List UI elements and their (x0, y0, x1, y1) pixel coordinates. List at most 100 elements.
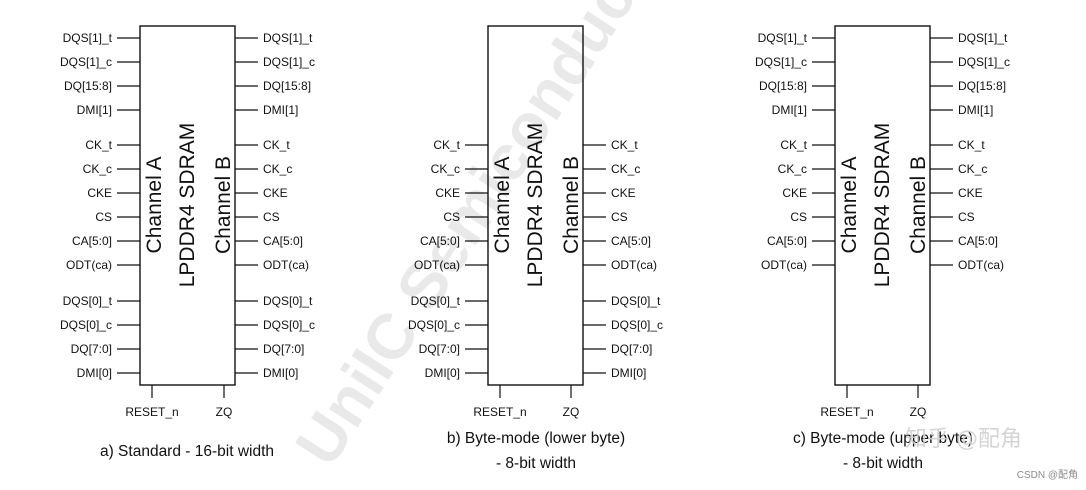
caption-line2: - 8-bit width (496, 455, 576, 472)
channel-a-label: Channel A (838, 157, 861, 254)
pin-label: CK_c (431, 162, 460, 176)
zq-pin-label: ZQ (563, 405, 580, 419)
caption-line1: a) Standard - 16-bit width (100, 443, 274, 460)
chip-box (834, 25, 931, 386)
right-pins: DQS[1]_tDQS[1]_cDQ[15:8]DMI[1]CK_tCK_cCK… (930, 31, 1010, 272)
pin-label: DMI[1] (263, 103, 298, 117)
pin-label: CS (263, 210, 280, 224)
pin-label: CKE (435, 186, 460, 200)
pin-label: CK_c (83, 162, 112, 176)
chip-title: LPDDR4 SDRAM (176, 123, 199, 288)
chip-box (139, 25, 236, 386)
pin-label: DMI[0] (611, 366, 646, 380)
pin-label: CK_t (958, 138, 985, 152)
pin-label: DQ[15:8] (759, 79, 807, 93)
pin-label: DQ[15:8] (64, 79, 112, 93)
pin-label: DQS[1]_t (63, 31, 113, 45)
reset-pin-label: RESET_n (125, 405, 178, 419)
chip-title: LPDDR4 SDRAM (871, 123, 894, 288)
pin-label: DMI[1] (958, 103, 993, 117)
pin-label: DQS[0]_t (411, 294, 461, 308)
pin-label: DQS[1]_c (755, 55, 807, 69)
pin-label: DMI[1] (772, 103, 807, 117)
caption-line2: - 8-bit width (843, 455, 923, 472)
pin-label: DQS[1]_c (60, 55, 112, 69)
pin-label: CS (611, 210, 628, 224)
pin-label: DMI[0] (263, 366, 298, 380)
pin-label: DQ[7:0] (611, 342, 652, 356)
pin-label: DQS[1]_t (758, 31, 808, 45)
reset-pin-label: RESET_n (820, 405, 873, 419)
pin-label: CS (443, 210, 460, 224)
zq-pin-label: ZQ (216, 405, 233, 419)
panel-a: DQS[1]_tDQS[1]_cDQ[15:8]DMI[1]CK_tCK_cCK… (60, 25, 315, 460)
csdn-watermark: CSDN @配角 (1017, 469, 1078, 481)
channel-b-label: Channel B (212, 156, 235, 254)
pin-label: DMI[1] (77, 103, 112, 117)
pin-label: CA[5:0] (958, 234, 998, 248)
channel-b-label: Channel B (560, 156, 583, 254)
pin-label: CKE (611, 186, 636, 200)
pin-label: DQS[0]_c (408, 318, 460, 332)
pin-label: CK_t (263, 138, 290, 152)
pin-label: CA[5:0] (263, 234, 303, 248)
pin-label: DMI[0] (425, 366, 460, 380)
pin-label: CA[5:0] (611, 234, 651, 248)
caption-line1: b) Byte-mode (lower byte) (447, 430, 625, 447)
pin-label: DQ[7:0] (71, 342, 112, 356)
pin-label: CKE (782, 186, 807, 200)
pin-label: CK_t (433, 138, 460, 152)
pin-label: CK_c (778, 162, 807, 176)
pin-label: DQS[0]_t (611, 294, 661, 308)
pin-label: DQ[7:0] (263, 342, 304, 356)
pin-label: CK_c (958, 162, 987, 176)
pin-label: DQS[0]_t (263, 294, 313, 308)
pin-label: ODT(ca) (263, 258, 309, 272)
pin-label: ODT(ca) (958, 258, 1004, 272)
reset-pin-label: RESET_n (473, 405, 526, 419)
pin-label: CK_c (263, 162, 292, 176)
channel-a-label: Channel A (491, 157, 514, 254)
pin-label: CS (790, 210, 807, 224)
pin-label: ODT(ca) (611, 258, 657, 272)
pin-label: DQS[1]_c (958, 55, 1010, 69)
pin-label: CKE (263, 186, 288, 200)
pin-label: CK_t (85, 138, 112, 152)
pin-label: CA[5:0] (767, 234, 807, 248)
pin-label: DQS[0]_c (263, 318, 315, 332)
pin-label: DMI[0] (77, 366, 112, 380)
pin-label: DQ[7:0] (419, 342, 460, 356)
pin-label: CK_t (611, 138, 638, 152)
pin-label: CA[5:0] (420, 234, 460, 248)
pin-label: CS (95, 210, 112, 224)
panel-c: DQS[1]_tDQS[1]_cDQ[15:8]DMI[1]CK_tCK_cCK… (755, 25, 1010, 472)
pin-label: ODT(ca) (414, 258, 460, 272)
pin-label: CA[5:0] (72, 234, 112, 248)
zq-pin-label: ZQ (910, 405, 927, 419)
pin-label: DQS[1]_t (263, 31, 313, 45)
channel-a-label: Channel A (143, 157, 166, 254)
caption-line1: c) Byte-mode (upper byte) (793, 430, 973, 447)
pin-label: DQ[15:8] (958, 79, 1006, 93)
pin-label: ODT(ca) (66, 258, 112, 272)
pin-label: CK_c (611, 162, 640, 176)
chip-title: LPDDR4 SDRAM (524, 123, 547, 288)
pin-label: CKE (958, 186, 983, 200)
pin-label: DQS[0]_t (63, 294, 113, 308)
pin-label: CS (958, 210, 975, 224)
pin-label: ODT(ca) (761, 258, 807, 272)
pin-label: DQS[1]_c (263, 55, 315, 69)
pin-label: DQ[15:8] (263, 79, 311, 93)
pin-label: CK_t (780, 138, 807, 152)
pin-label: DQS[0]_c (60, 318, 112, 332)
panel-b: CK_tCK_cCKECSCA[5:0]ODT(ca)DQS[0]_tDQS[0… (408, 25, 663, 472)
zhihu-watermark: 知乎 @配角 (905, 427, 1022, 452)
pin-label: CKE (87, 186, 112, 200)
pin-label: DQS[0]_c (611, 318, 663, 332)
